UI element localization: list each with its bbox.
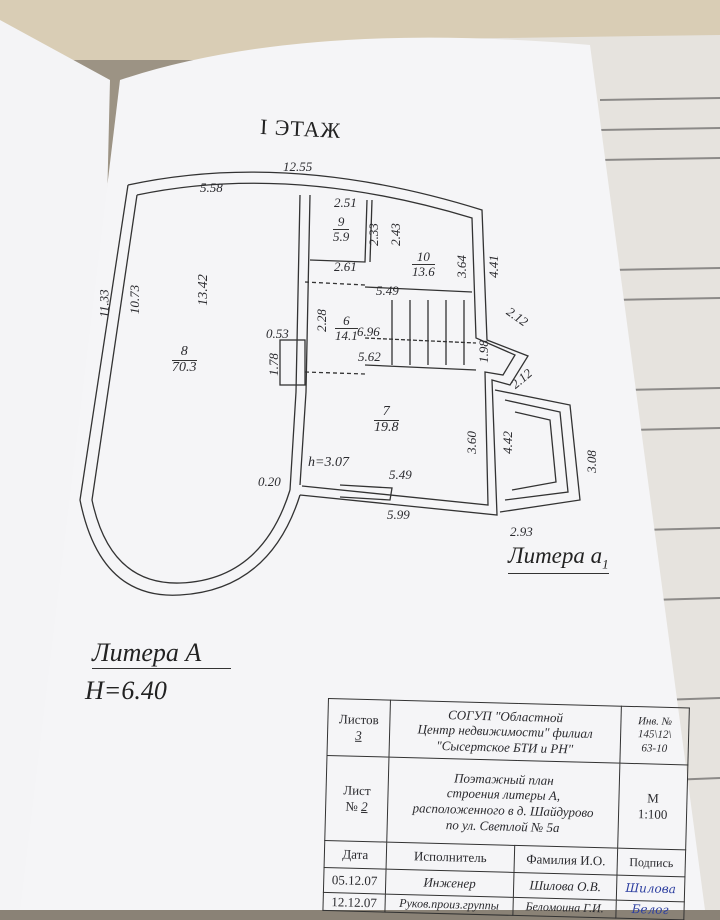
dim-left-inner: 10.73 — [127, 284, 143, 315]
dim-left-outer: 11.33 — [96, 289, 112, 318]
dim-porch-side: 4.42 — [499, 431, 515, 454]
dim-r6-top: 5.49 — [376, 283, 399, 298]
dim-outer-right: 4.41 — [485, 255, 501, 278]
dim-bottom-outer: 5.99 — [387, 507, 410, 522]
dim-r6-length: 6.96 — [357, 324, 380, 339]
plan-sheet — [20, 37, 705, 910]
dim-r9-top: 2.51 — [334, 195, 357, 210]
dim-chimney-w: 0.53 — [266, 326, 289, 341]
dim-porch-outer: 3.08 — [583, 450, 599, 473]
header-name: Фамилия И.О. — [514, 845, 618, 876]
dim-r6-side: 2.28 — [313, 309, 329, 332]
litera-a-label: Литера А — [92, 638, 232, 669]
dim-r6-bottom: 5.62 — [358, 349, 381, 364]
dim-chimney-h: 1.78 — [265, 353, 281, 376]
dim-total-top: 12.55 — [283, 159, 313, 174]
dim-bay-side: 1.98 — [475, 340, 491, 363]
dim-r7-bottom: 5.49 — [389, 467, 412, 482]
row-name: Беломоина Г.И. — [512, 897, 617, 919]
row-role: Инженер — [385, 869, 515, 898]
header-performer: Исполнитель — [385, 842, 515, 873]
row-name: Шилова О.В. — [513, 872, 618, 901]
dim-r9-bottom: 2.61 — [334, 259, 357, 274]
dim-r9-side-b: 2.43 — [387, 223, 403, 246]
litera-a1-label: Литера а1 — [508, 543, 609, 574]
row-signature: Белог — [615, 900, 685, 920]
litera-a-height: Н=6.40 — [85, 676, 167, 705]
row-signature: Шилова — [616, 875, 685, 902]
dim-r9-side-a: 2.33 — [365, 223, 381, 246]
room-height: h=3.07 — [308, 455, 349, 470]
floor-plan-walls — [79, 171, 581, 596]
dim-r8-height: 13.42 — [195, 274, 211, 306]
header-signature: Подпись — [617, 848, 686, 877]
row-date: 12.12.07 — [322, 892, 386, 913]
dim-top-left: 5.58 — [200, 180, 223, 195]
header-date: Дата — [324, 840, 387, 870]
row-role: Руков.произ.группы — [384, 894, 514, 916]
dim-r10-side: 3.64 — [453, 255, 469, 278]
row-date: 05.12.07 — [323, 867, 386, 895]
dim-r7-side: 3.60 — [463, 431, 479, 454]
dim-porch-bottom: 2.93 — [510, 524, 533, 539]
floor-title: I ЭТАЖ — [259, 113, 342, 144]
dim-wall: 0.20 — [258, 474, 281, 489]
